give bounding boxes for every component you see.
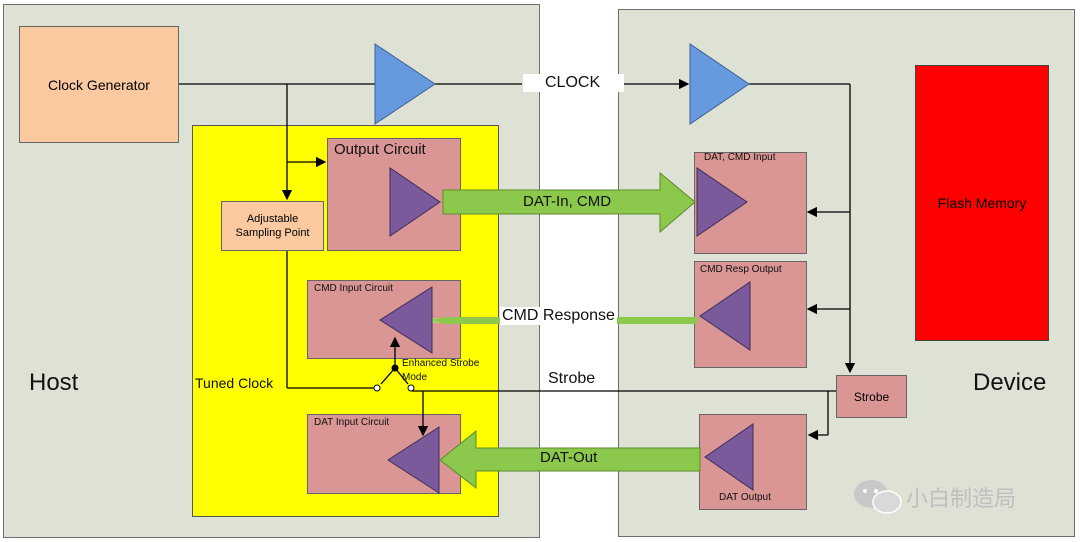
dat-out-arrow bbox=[439, 429, 701, 490]
output-circuit-label: Output Circuit bbox=[334, 141, 426, 158]
switch-arm-left bbox=[380, 367, 396, 385]
dat-in-cmd-arrow bbox=[442, 171, 696, 234]
switch-contact-left bbox=[373, 384, 381, 392]
dat-output-buffer bbox=[704, 423, 754, 491]
watermark-text: 小白制造局 bbox=[906, 486, 1017, 511]
strobe-signal-label: Strobe bbox=[548, 370, 596, 387]
host-clock-buffer bbox=[374, 43, 436, 125]
strobe-box-label: Strobe bbox=[853, 389, 890, 404]
device-label: Device bbox=[973, 369, 1047, 396]
cmd-input-circuit-label: CMD Input Circuit bbox=[314, 283, 393, 294]
clock-signal-label: CLOCK bbox=[523, 74, 625, 92]
switch-contact-right bbox=[407, 384, 415, 392]
host-label: Host bbox=[29, 369, 79, 396]
cmd-response-signal-label: CMD Response bbox=[500, 307, 617, 325]
switch-pivot bbox=[391, 364, 399, 372]
wechat-icon bbox=[854, 480, 902, 514]
dat-cmd-input-label: DAT, CMD Input bbox=[704, 152, 776, 163]
dat-cmd-input-buffer bbox=[696, 167, 748, 237]
cmd-resp-output-label: CMD Resp Output bbox=[700, 264, 782, 275]
clock-generator-box: Clock Generator bbox=[19, 26, 179, 143]
cmd-resp-output-buffer bbox=[699, 281, 751, 351]
dat-cmd-input-box bbox=[694, 152, 807, 254]
adjustable-sampling-label: Adjustable Sampling Point bbox=[235, 213, 310, 239]
dat-output-label: DAT Output bbox=[719, 492, 771, 503]
cmd-input-buffer bbox=[379, 286, 433, 354]
device-clock-buffer bbox=[689, 43, 750, 125]
flash-memory-box: Flash Memory bbox=[915, 65, 1049, 341]
strobe-box: Strobe bbox=[836, 375, 907, 418]
dat-in-cmd-signal-label: DAT-In, CMD bbox=[523, 193, 612, 210]
dat-input-circuit-label: DAT Input Circuit bbox=[314, 417, 390, 428]
dat-out-signal-label: DAT-Out bbox=[540, 449, 598, 466]
adjustable-sampling-box: Adjustable Sampling Point bbox=[221, 201, 324, 251]
clock-generator-label: Clock Generator bbox=[48, 76, 150, 93]
output-circuit-buffer bbox=[389, 167, 441, 237]
enhanced-strobe-label: Enhanced Strobe Mode bbox=[402, 358, 480, 383]
tuned-clock-label: Tuned Clock bbox=[195, 375, 274, 391]
flash-memory-label: Flash Memory bbox=[937, 195, 1027, 211]
dat-input-buffer bbox=[387, 426, 440, 494]
